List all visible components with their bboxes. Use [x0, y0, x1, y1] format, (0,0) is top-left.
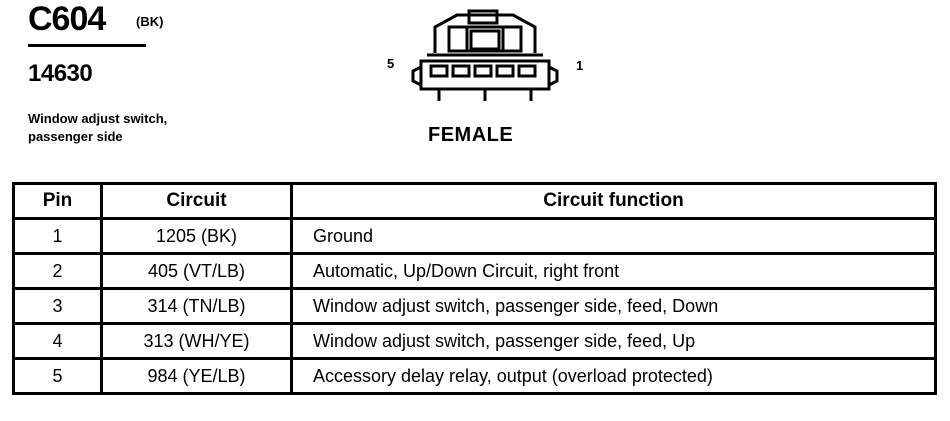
cavity-3	[473, 64, 493, 78]
function-cell: Automatic, Up/Down Circuit, right front	[290, 252, 937, 290]
circuit-cell: 984 (YE/LB)	[100, 357, 293, 395]
pin-cell: 4	[12, 322, 103, 360]
function-cell: Window adjust switch, passenger side, fe…	[290, 287, 937, 325]
circuit-cell: 405 (VT/LB)	[100, 252, 293, 290]
connector-color-code: (BK)	[136, 14, 164, 29]
table-row: 1 1205 (BK) Ground	[12, 217, 937, 255]
circuit-cell: 314 (TN/LB)	[100, 287, 293, 325]
pin-label-left: 5	[387, 56, 395, 71]
function-cell: Window adjust switch, passenger side, fe…	[290, 322, 937, 360]
connector-id: C604	[28, 0, 106, 38]
table-row: 2 405 (VT/LB) Automatic, Up/Down Circuit…	[12, 252, 937, 290]
table-row: 4 313 (WH/YE) Window adjust switch, pass…	[12, 322, 937, 360]
cavity-2	[495, 64, 515, 78]
column-header-pin: Pin	[12, 182, 103, 220]
column-header-circuit: Circuit	[100, 182, 293, 220]
connector-id-underline	[28, 44, 146, 47]
cavity-4	[451, 64, 471, 78]
function-cell: Accessory delay relay, output (overload …	[290, 357, 937, 395]
pin-table: Pin Circuit Circuit function 1 1205 (BK)…	[12, 182, 937, 395]
column-header-function: Circuit function	[290, 182, 937, 220]
pin-cell: 1	[12, 217, 103, 255]
cavity-1	[517, 64, 537, 78]
connector-face-diagram	[411, 9, 559, 101]
pin-label-right: 1	[576, 58, 584, 73]
table-row: 3 314 (TN/LB) Window adjust switch, pass…	[12, 287, 937, 325]
circuit-cell: 1205 (BK)	[100, 217, 293, 255]
connector-description: Window adjust switch, passenger side	[28, 111, 168, 144]
function-cell: Ground	[290, 217, 937, 255]
pin-cell: 5	[12, 357, 103, 395]
circuit-cell: 313 (WH/YE)	[100, 322, 293, 360]
connector-gender-label: FEMALE	[428, 124, 514, 146]
table-row: 5 984 (YE/LB) Accessory delay relay, out…	[12, 357, 937, 395]
pin-cell: 3	[12, 287, 103, 325]
cavity-5	[429, 64, 449, 78]
pin-cell: 2	[12, 252, 103, 290]
table-header-row: Pin Circuit Circuit function	[12, 182, 937, 220]
part-number: 14630	[28, 60, 93, 87]
